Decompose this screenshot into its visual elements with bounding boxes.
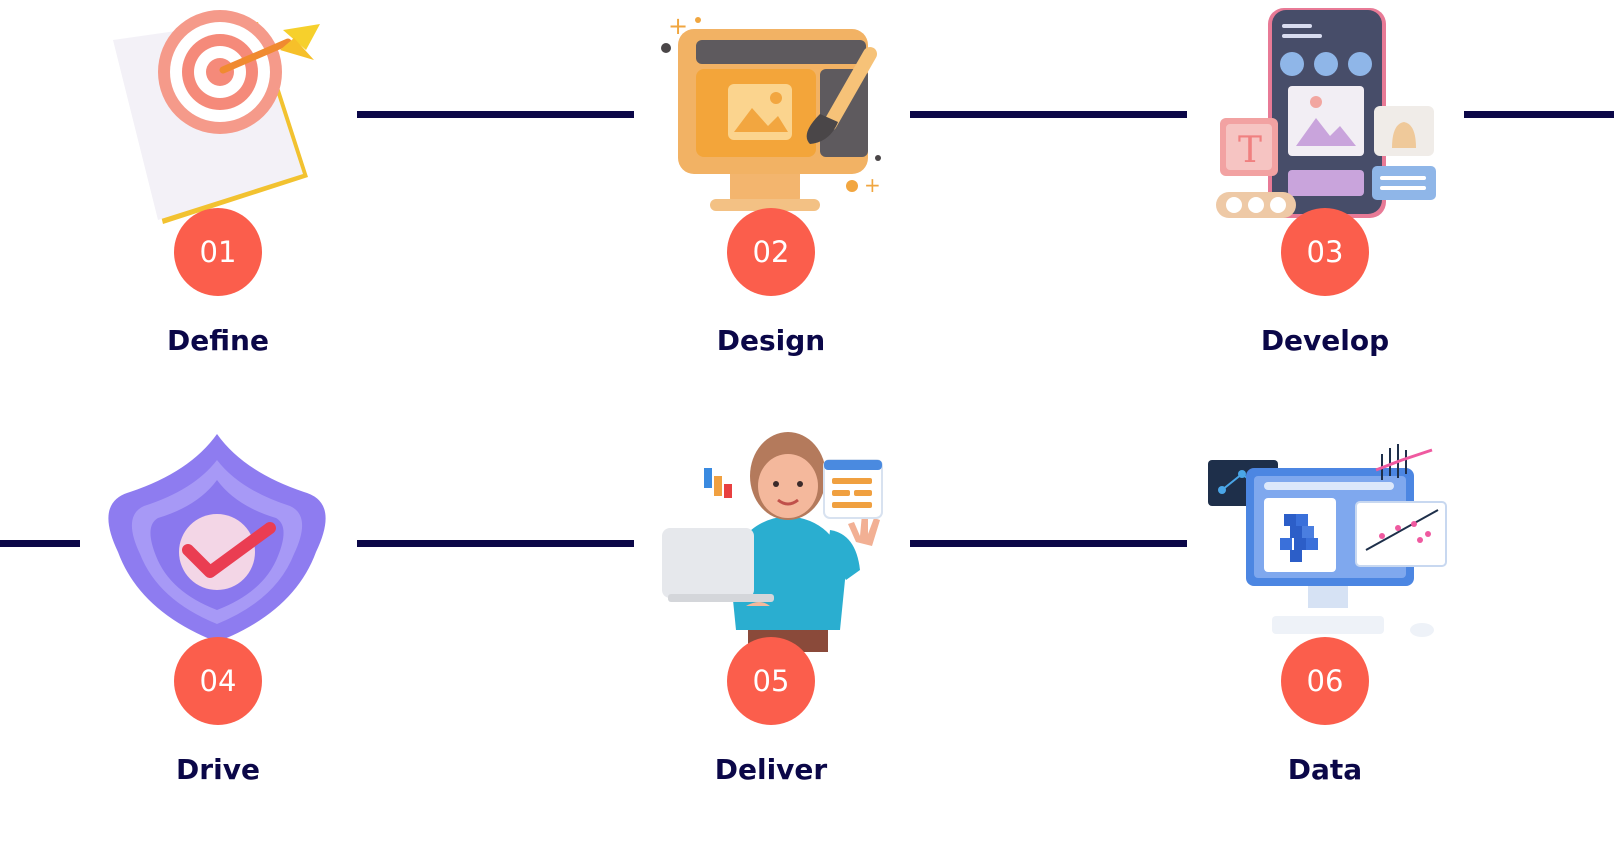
connector-03-next (1464, 111, 1614, 118)
shield-checkmark-icon (108, 434, 326, 642)
target-dart-document-icon (113, 10, 320, 224)
step-label: Develop (1260, 324, 1390, 357)
step-number-badge: 02 (727, 208, 815, 296)
step-label: Deliver (714, 753, 828, 786)
connector-prev-04 (0, 540, 80, 547)
step-label: Design (716, 324, 826, 357)
step-label: Define (167, 324, 269, 357)
step-number-badge: 05 (727, 637, 815, 725)
mobile-ui-components-icon: T (1216, 8, 1436, 218)
connector-02-03 (910, 111, 1187, 118)
svg-text:+: + (864, 173, 881, 197)
person-laptop-icon (662, 432, 883, 652)
step-number-badge: 03 (1281, 208, 1369, 296)
connector-01-02 (357, 111, 634, 118)
connector-04-05 (357, 540, 634, 547)
data-analytics-monitor-icon (1208, 444, 1447, 637)
step-number-badge: 01 (174, 208, 262, 296)
svg-text:T: T (1238, 130, 1262, 171)
svg-text:+: + (668, 14, 688, 40)
connector-05-06 (910, 540, 1187, 547)
step-number-badge: 04 (174, 637, 262, 725)
step-label: Data (1287, 753, 1363, 786)
step-label: Drive (176, 753, 260, 786)
step-number-badge: 06 (1281, 637, 1369, 725)
monitor-paintbrush-icon: + + (661, 14, 881, 211)
